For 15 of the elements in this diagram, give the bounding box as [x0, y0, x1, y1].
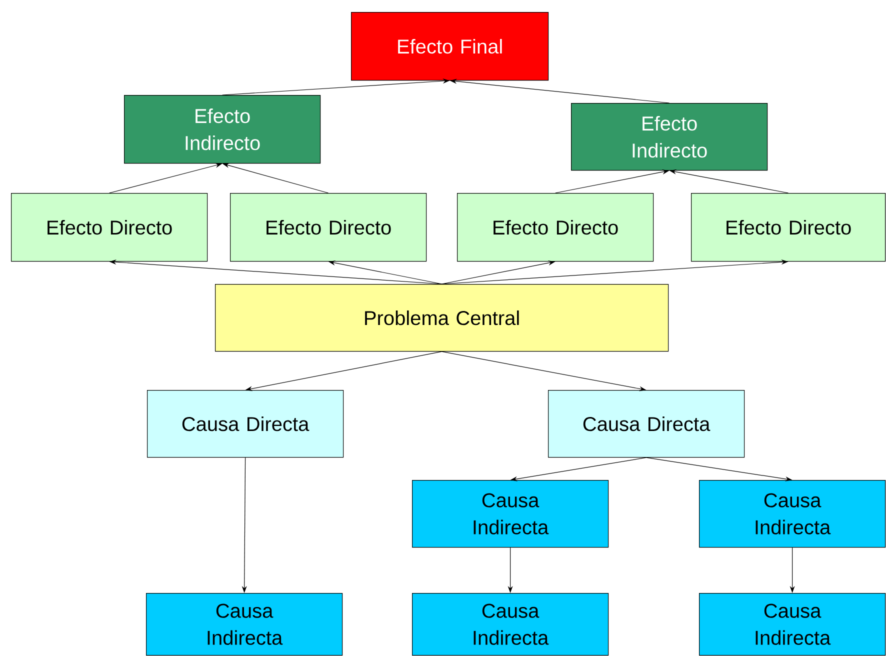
indirect-cause-box: Causa Indirecta — [412, 480, 609, 548]
direct-effect-box: Efecto Directo — [457, 193, 654, 262]
direct-cause-box: Causa Directa — [147, 390, 344, 458]
indirect-cause-box: Causa Indirecta — [412, 593, 609, 656]
direct-effect-box: Efecto Directo — [11, 193, 208, 262]
indirect-effect-box: Efecto Indirecto — [124, 95, 321, 164]
indirect-effect-box: Efecto Indirecto — [571, 103, 768, 171]
direct-cause-box: Causa Directa — [548, 390, 745, 458]
direct-effect-box: Efecto Directo — [230, 193, 427, 262]
indirect-cause-box: Causa Indirecta — [699, 480, 886, 548]
final-effect-box: Efecto Final — [351, 12, 549, 81]
indirect-cause-box: Causa Indirecta — [699, 593, 886, 656]
indirect-cause-box: Causa Indirecta — [146, 593, 343, 656]
central-problem-box: Problema Central — [215, 284, 669, 352]
direct-effect-box: Efecto Directo — [691, 193, 886, 262]
